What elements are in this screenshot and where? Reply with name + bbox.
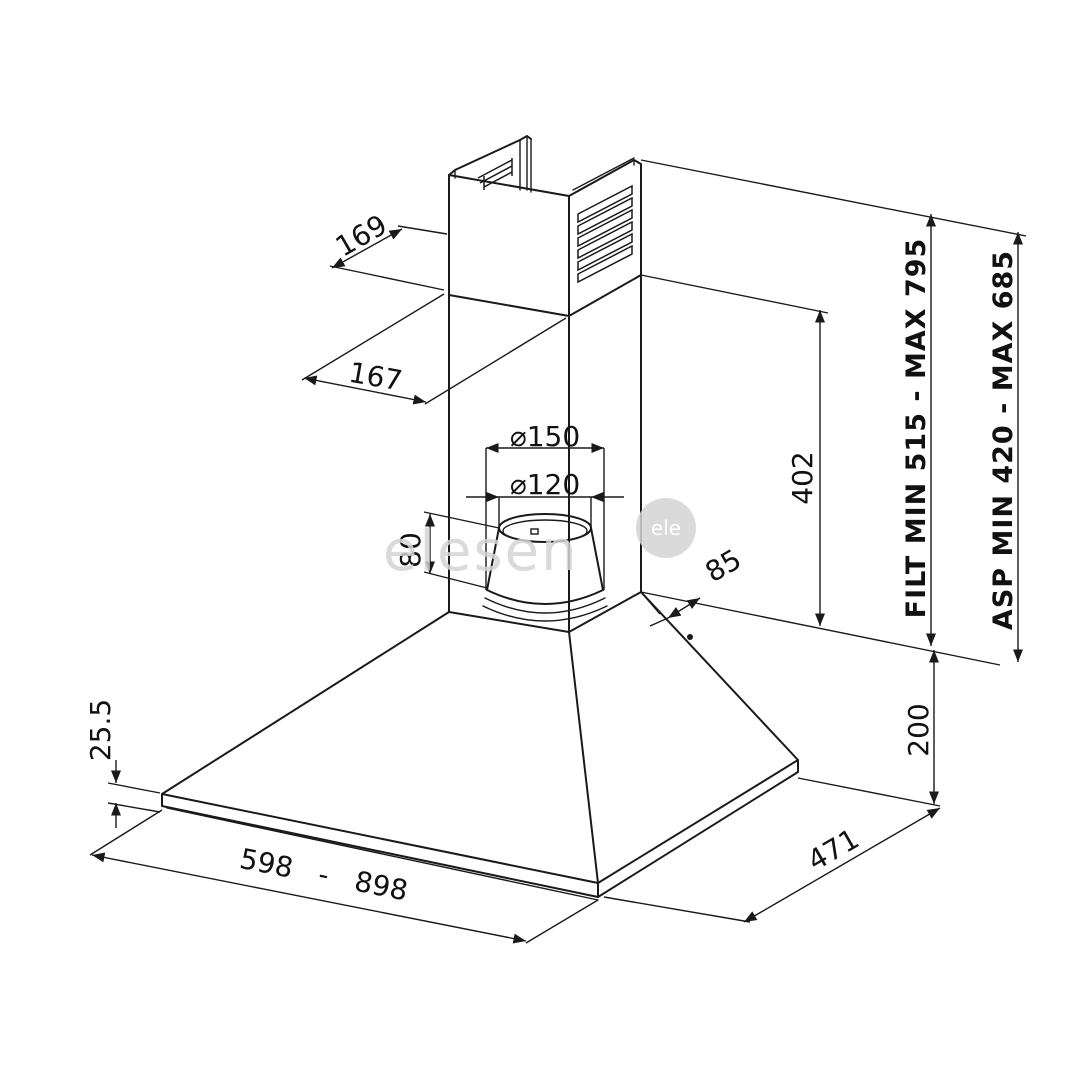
dim-chimney-width: 167 bbox=[301, 293, 567, 405]
watermark-badge-icon bbox=[636, 498, 696, 558]
dim-filter-version-range: FILT MIN 515 - MAX 795 bbox=[640, 159, 1027, 646]
rear-vent-slots bbox=[477, 158, 513, 190]
dim-lower-chimney: 402 bbox=[640, 274, 1001, 666]
dim-width-range: 598 - 898 bbox=[89, 809, 599, 944]
dim-471-label: 471 bbox=[802, 822, 865, 877]
dim-collar-height: 80 bbox=[394, 511, 500, 589]
side-vent-slots bbox=[577, 184, 633, 284]
dim-canopy-thickness: 25.5 bbox=[84, 699, 161, 828]
dim-80-label: 80 bbox=[394, 532, 427, 568]
watermark-logo: elesen ele bbox=[383, 498, 696, 584]
dim-169-label: 169 bbox=[330, 208, 393, 263]
dim-outlet-diameters: ⌀150 ⌀120 bbox=[466, 420, 624, 590]
dim-200-label: 200 bbox=[902, 703, 935, 756]
dim-85-label: 85 bbox=[700, 543, 747, 589]
watermark-text: elesen bbox=[383, 519, 579, 584]
dim-25-5-label: 25.5 bbox=[84, 699, 117, 761]
upper-chimney bbox=[448, 135, 642, 317]
dim-depth: 471 bbox=[603, 807, 941, 923]
watermark-badge-text: ele bbox=[651, 516, 681, 540]
control-knob-icon bbox=[687, 634, 693, 640]
dim-filt-label: FILT MIN 515 - MAX 795 bbox=[901, 238, 932, 619]
dim-167-label: 167 bbox=[346, 356, 404, 398]
dim-asp-label: ASP MIN 420 - MAX 685 bbox=[988, 250, 1019, 630]
dim-chimney-depth: 169 bbox=[330, 208, 448, 291]
dim-120-label: ⌀120 bbox=[510, 468, 580, 501]
dim-hood-height: 200 bbox=[797, 650, 941, 807]
dim-150-label: ⌀150 bbox=[510, 420, 580, 453]
dim-402-label: 402 bbox=[786, 451, 819, 504]
dim-extraction-version-range: ASP MIN 420 - MAX 685 bbox=[988, 232, 1024, 662]
